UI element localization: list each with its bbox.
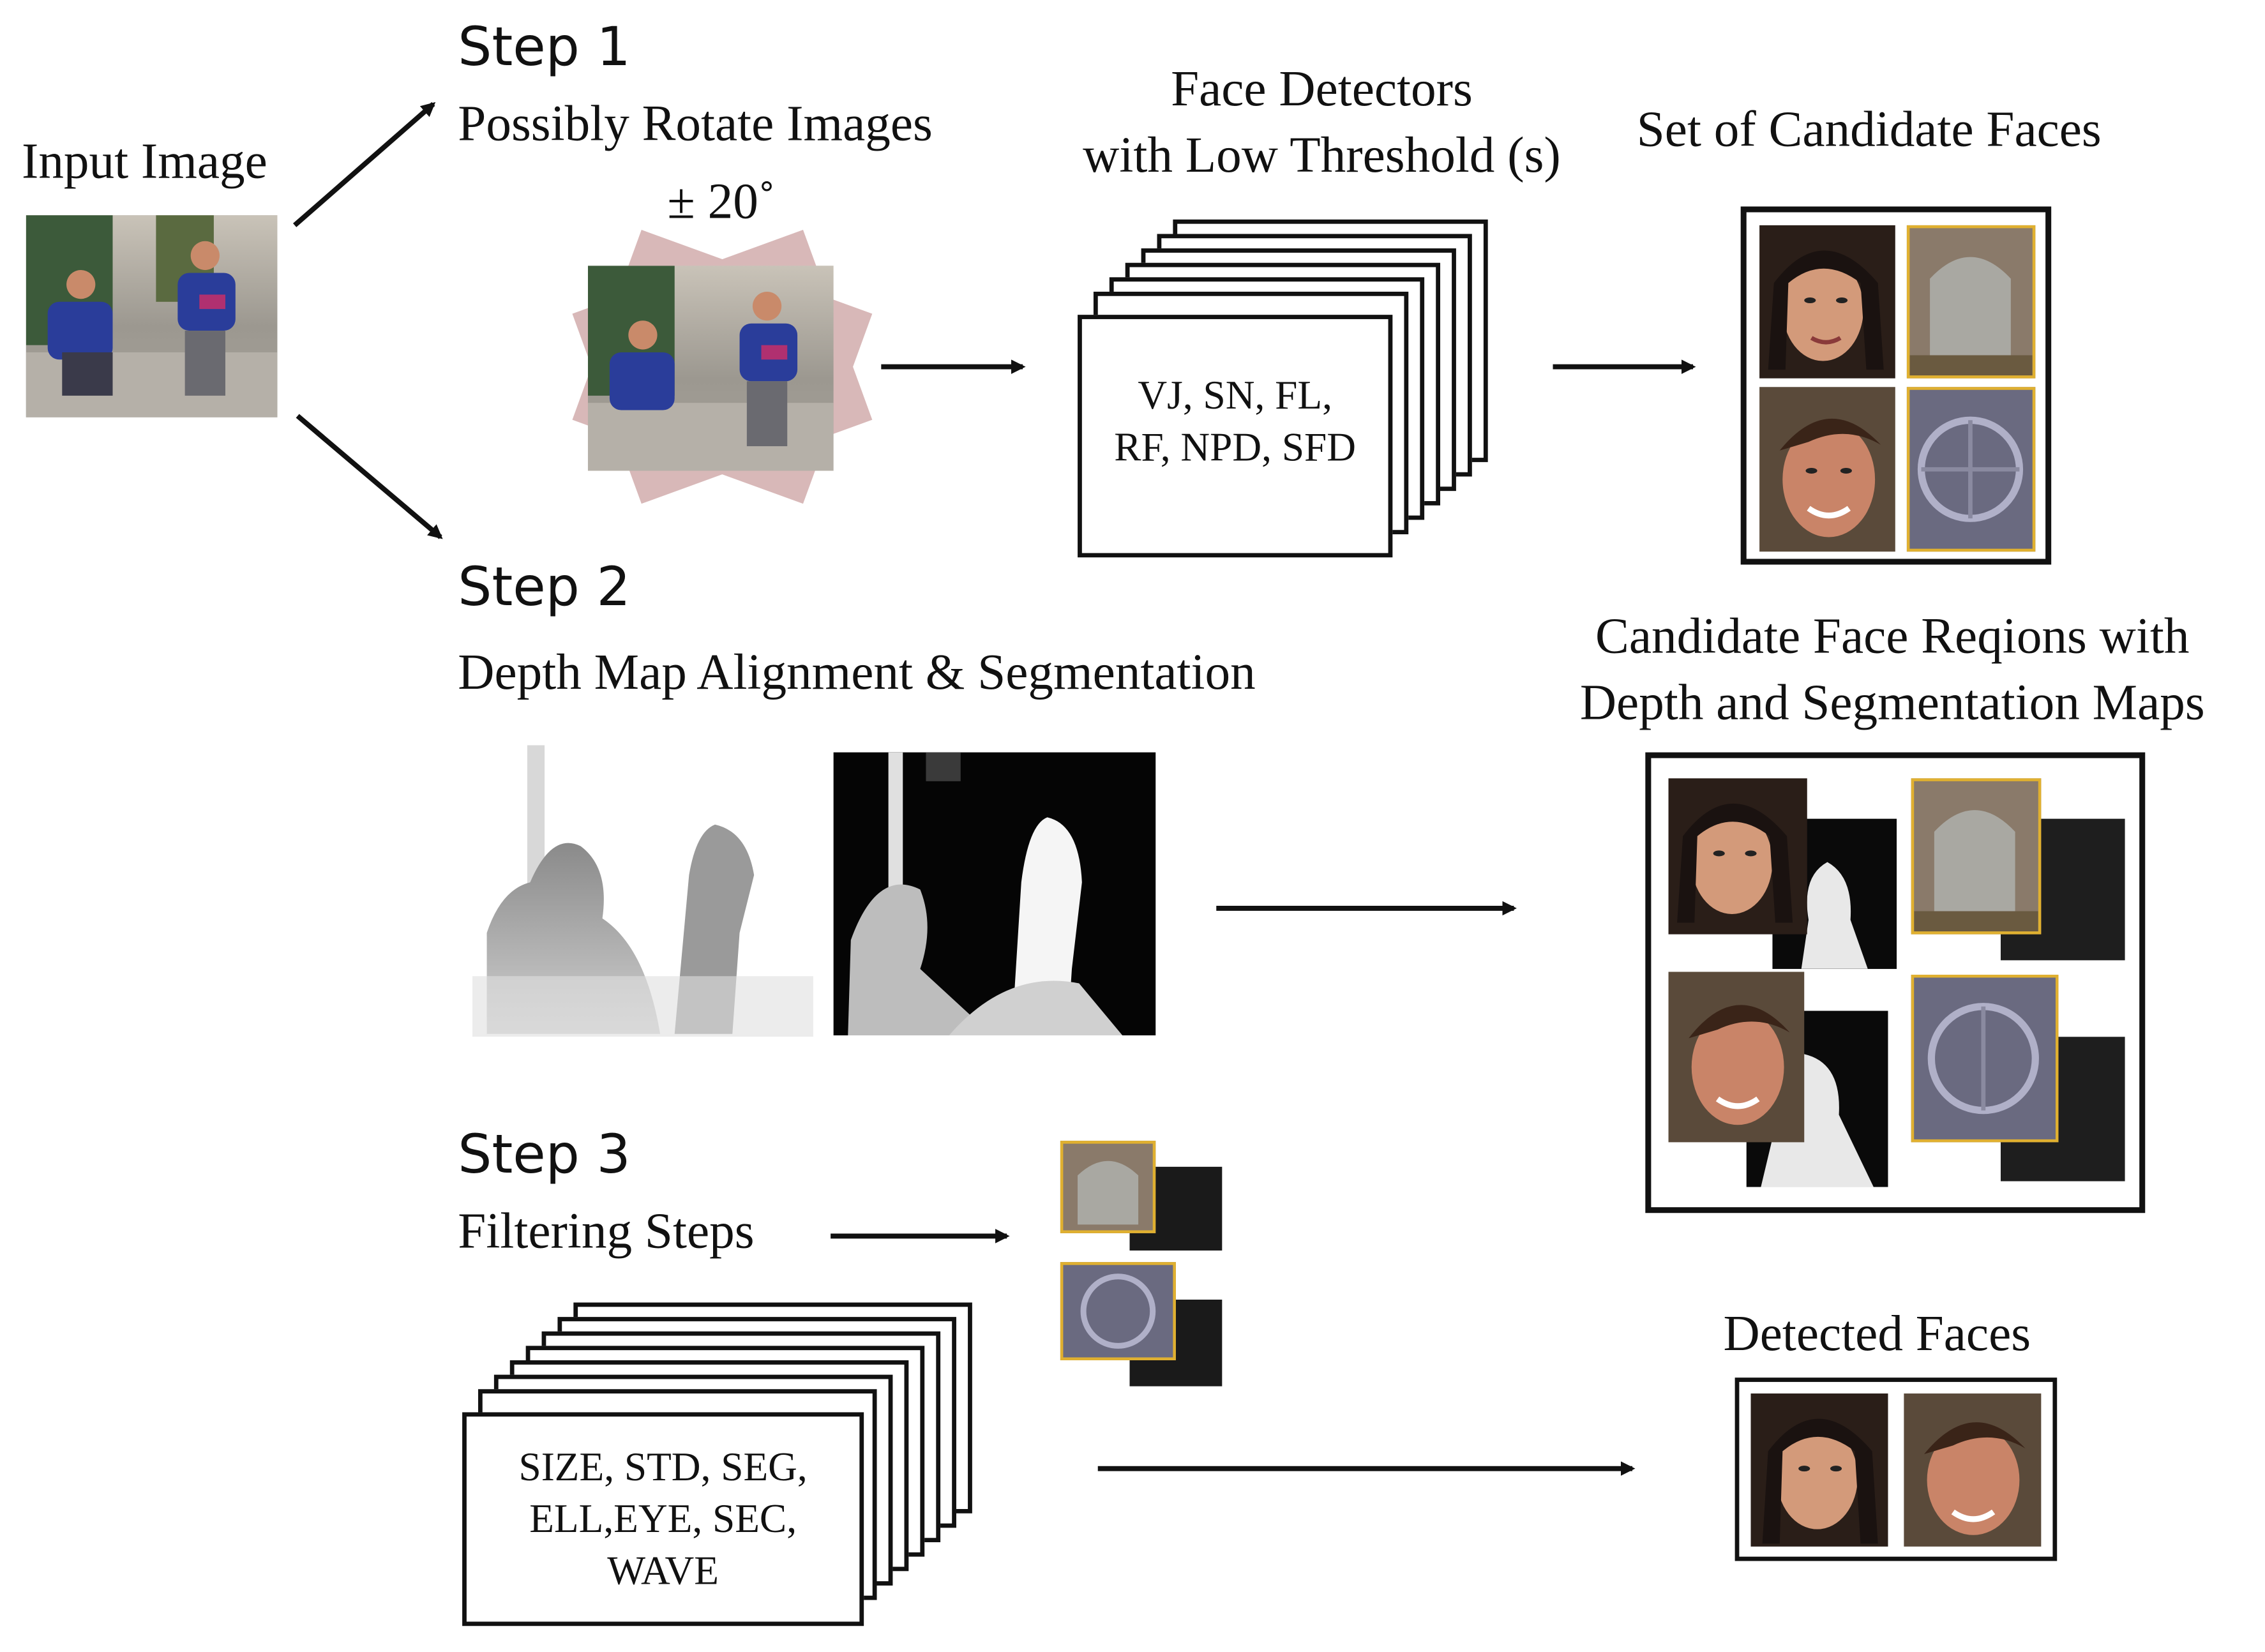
rejected-wheel [1060, 1262, 1176, 1360]
segmentation-map [833, 752, 1156, 1035]
rejected-gravestone [1060, 1141, 1156, 1233]
regions-title-line2: Depth and Segmentation Maps [1579, 674, 2205, 731]
rotated-images [571, 230, 874, 504]
step2-subtitle: Depth Map Alignment & Segmentation [458, 643, 1256, 701]
detected-face-woman [1750, 1393, 1888, 1547]
input-image [26, 215, 278, 417]
depth-map [472, 745, 813, 1037]
filters-list-line1: SIZE, STD, SEG, [518, 1445, 808, 1491]
detectors-list-line2: RF, NPD, SFD [1114, 426, 1357, 471]
step1-subtitle: Possibly Rotate Images [458, 95, 933, 152]
arrow-to-step1 [293, 101, 436, 227]
filters-card: SIZE, STD, SEG, ELL,EYE, SEC, WAVE [462, 1412, 864, 1626]
regions-title-line1: Candidate Face Reqions with [1595, 608, 2190, 665]
step3-title: Step 3 [458, 1123, 631, 1186]
filters-list-line3: WAVE [607, 1549, 719, 1595]
detectors-stack: VJ, SN, FL, RF, NPD, SFD [1076, 219, 1495, 566]
step2-title: Step 2 [458, 555, 631, 619]
candidate-face-woman [1759, 225, 1895, 379]
regions-frame [1645, 752, 2146, 1213]
candidate-face-wheel [1906, 387, 2036, 552]
rotation-angle: ± 20˚ [667, 173, 776, 230]
detectors-card: VJ, SN, FL, RF, NPD, SFD [1078, 315, 1393, 558]
detected-title: Detected Faces [1723, 1305, 2031, 1362]
region-face-wheel [1911, 974, 2059, 1143]
detectors-list-line1: VJ, SN, FL, [1138, 373, 1332, 419]
detected-faces-frame [1734, 1378, 2058, 1561]
detectors-title-line2: with Low Threshold (s) [1083, 127, 1561, 184]
filters-list-line2: ELL,EYE, SEC, [529, 1497, 797, 1543]
region-face-gravestone [1911, 778, 2042, 935]
step3-subtitle: Filtering Steps [458, 1203, 755, 1259]
rotated-image-main [587, 266, 834, 471]
candidate-faces-frame [1740, 206, 2052, 565]
step1-title: Step 1 [458, 15, 631, 79]
detected-face-man [1904, 1393, 2042, 1547]
detectors-title-line1: Face Detectors [1171, 61, 1473, 117]
filters-stack: SIZE, STD, SEG, ELL,EYE, SEC, WAVE [462, 1302, 982, 1632]
region-face-man [1668, 972, 1805, 1143]
candidate-face-man [1759, 387, 1895, 552]
input-image-label: Input Image [21, 133, 267, 190]
candidates-title: Set of Candidate Faces [1636, 101, 2102, 158]
arrow-to-step2 [296, 414, 443, 539]
region-face-woman [1668, 778, 1807, 935]
rejected-candidates [1057, 1141, 1224, 1389]
candidate-face-gravestone [1906, 225, 2036, 379]
